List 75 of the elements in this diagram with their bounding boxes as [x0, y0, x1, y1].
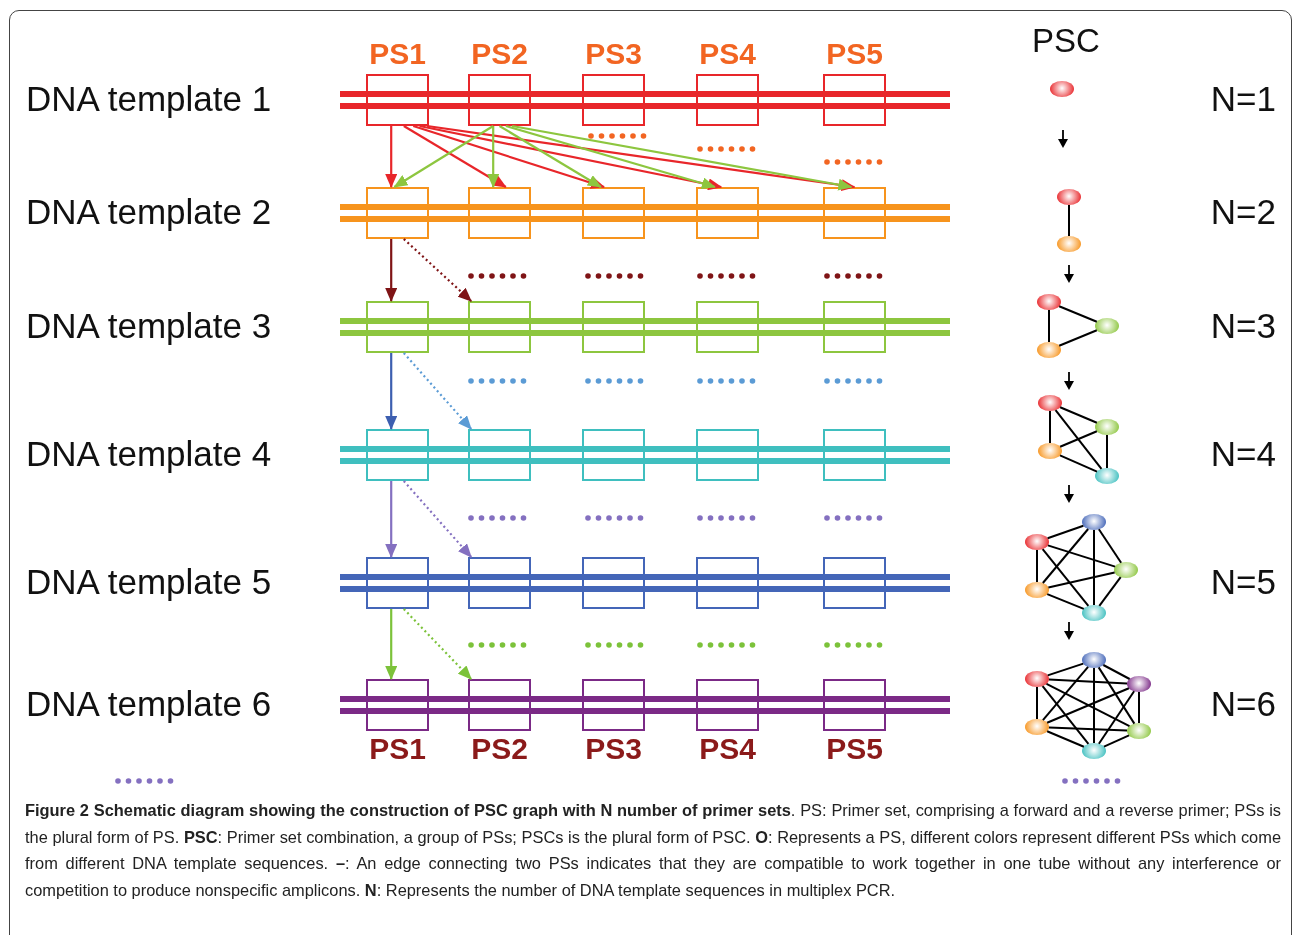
arrow [385, 353, 398, 430]
arrow [393, 125, 494, 188]
arrow [385, 126, 398, 188]
arrow [426, 124, 856, 192]
graph-edge [1102, 664, 1131, 680]
graph-edge [1058, 305, 1098, 323]
n-label: N=4 [1210, 434, 1276, 474]
graph-edge [1041, 548, 1090, 607]
graph-edge [1093, 667, 1095, 744]
arrow [403, 238, 472, 302]
arrow [511, 124, 853, 191]
arrow [487, 126, 500, 188]
primer-set-label: PS4 [698, 733, 757, 765]
arrow [385, 239, 398, 302]
arrow [402, 480, 472, 558]
n-label: N=5 [1210, 562, 1276, 602]
n-label: N=3 [1210, 306, 1276, 346]
arrow [419, 124, 723, 191]
graph-edge [1046, 730, 1085, 748]
graph-edge [1041, 665, 1090, 722]
n-label: N=1 [1210, 79, 1276, 119]
graph-edge [1097, 666, 1136, 725]
primer-set-label: PS2 [470, 38, 529, 70]
primer-set-label: PS1 [368, 733, 427, 765]
graph-edge [1097, 690, 1136, 745]
graph-edge [1098, 576, 1122, 607]
arrow [403, 125, 507, 188]
graph-edge [1093, 529, 1095, 606]
graph-edge [1041, 685, 1090, 745]
graph-edge [1058, 329, 1098, 347]
graph-edge [1036, 549, 1038, 583]
arrow [385, 481, 398, 558]
arrow [402, 352, 472, 430]
primer-set-label: PS5 [825, 38, 884, 70]
graph-edge [1036, 686, 1038, 720]
template-label: DNA template 1 [26, 79, 272, 119]
arrow [505, 124, 716, 190]
template-label: DNA template 4 [26, 434, 272, 474]
arrow [403, 608, 472, 680]
primer-set-label: PS5 [825, 733, 884, 765]
graph-edge [1059, 430, 1098, 448]
template-label: DNA template 3 [26, 306, 272, 346]
n-label: N=2 [1210, 192, 1276, 232]
template-label: DNA template 2 [26, 192, 272, 232]
graph-edge [1046, 544, 1117, 568]
n-label: N=6 [1210, 684, 1276, 724]
primer-set-label: PS3 [584, 733, 643, 765]
graph-edge [1068, 204, 1070, 237]
graph-edge [1041, 528, 1090, 584]
graph-edge [1106, 434, 1108, 469]
arrow [412, 124, 605, 189]
arrow [385, 609, 398, 680]
graph-edge [1048, 309, 1050, 343]
graph-edge [1059, 406, 1098, 424]
template-label: DNA template 5 [26, 562, 272, 602]
arrow [498, 125, 602, 188]
primer-set-label: PS1 [368, 38, 427, 70]
primer-set-label: PS3 [584, 38, 643, 70]
primer-set-label: PS2 [470, 733, 529, 765]
graph-edge [1046, 593, 1085, 610]
template-label: DNA template 6 [26, 684, 272, 724]
graph-edge [1049, 410, 1051, 444]
graph-edge [1103, 734, 1130, 748]
graph-edge [1047, 571, 1116, 589]
column-heading: PSC [1032, 22, 1100, 60]
graph-edge [1054, 409, 1103, 470]
graph-edge [1046, 524, 1085, 540]
graph-edge [1097, 528, 1123, 564]
caption: Figure 2 Schematic diagram showing the construction of PSC graph with N number of primer sets. PS: Primer set, comprising a forward and a reverse primer; PSs is the plural form of PS. PSC: Primer set combination, a group of PSs; PSCs is the plural form of PSC. O: Represents a PS, different colors represent different PSs which come from different DNA template sequences. –: An edge connecting two PSs indicates that they are compatible to work together in one tube without any interference or competition to produce nonspecific amplicons. N: Represents the number of DNA template sequences in multiplex PCR. [25, 800, 1281, 901]
graph-edge [1048, 726, 1128, 732]
graph-edge [1046, 662, 1085, 677]
graph-edge [1059, 454, 1098, 473]
graph-edge [1138, 691, 1140, 724]
primer-set-label: PS4 [698, 38, 757, 70]
graph-edge [1047, 678, 1129, 685]
